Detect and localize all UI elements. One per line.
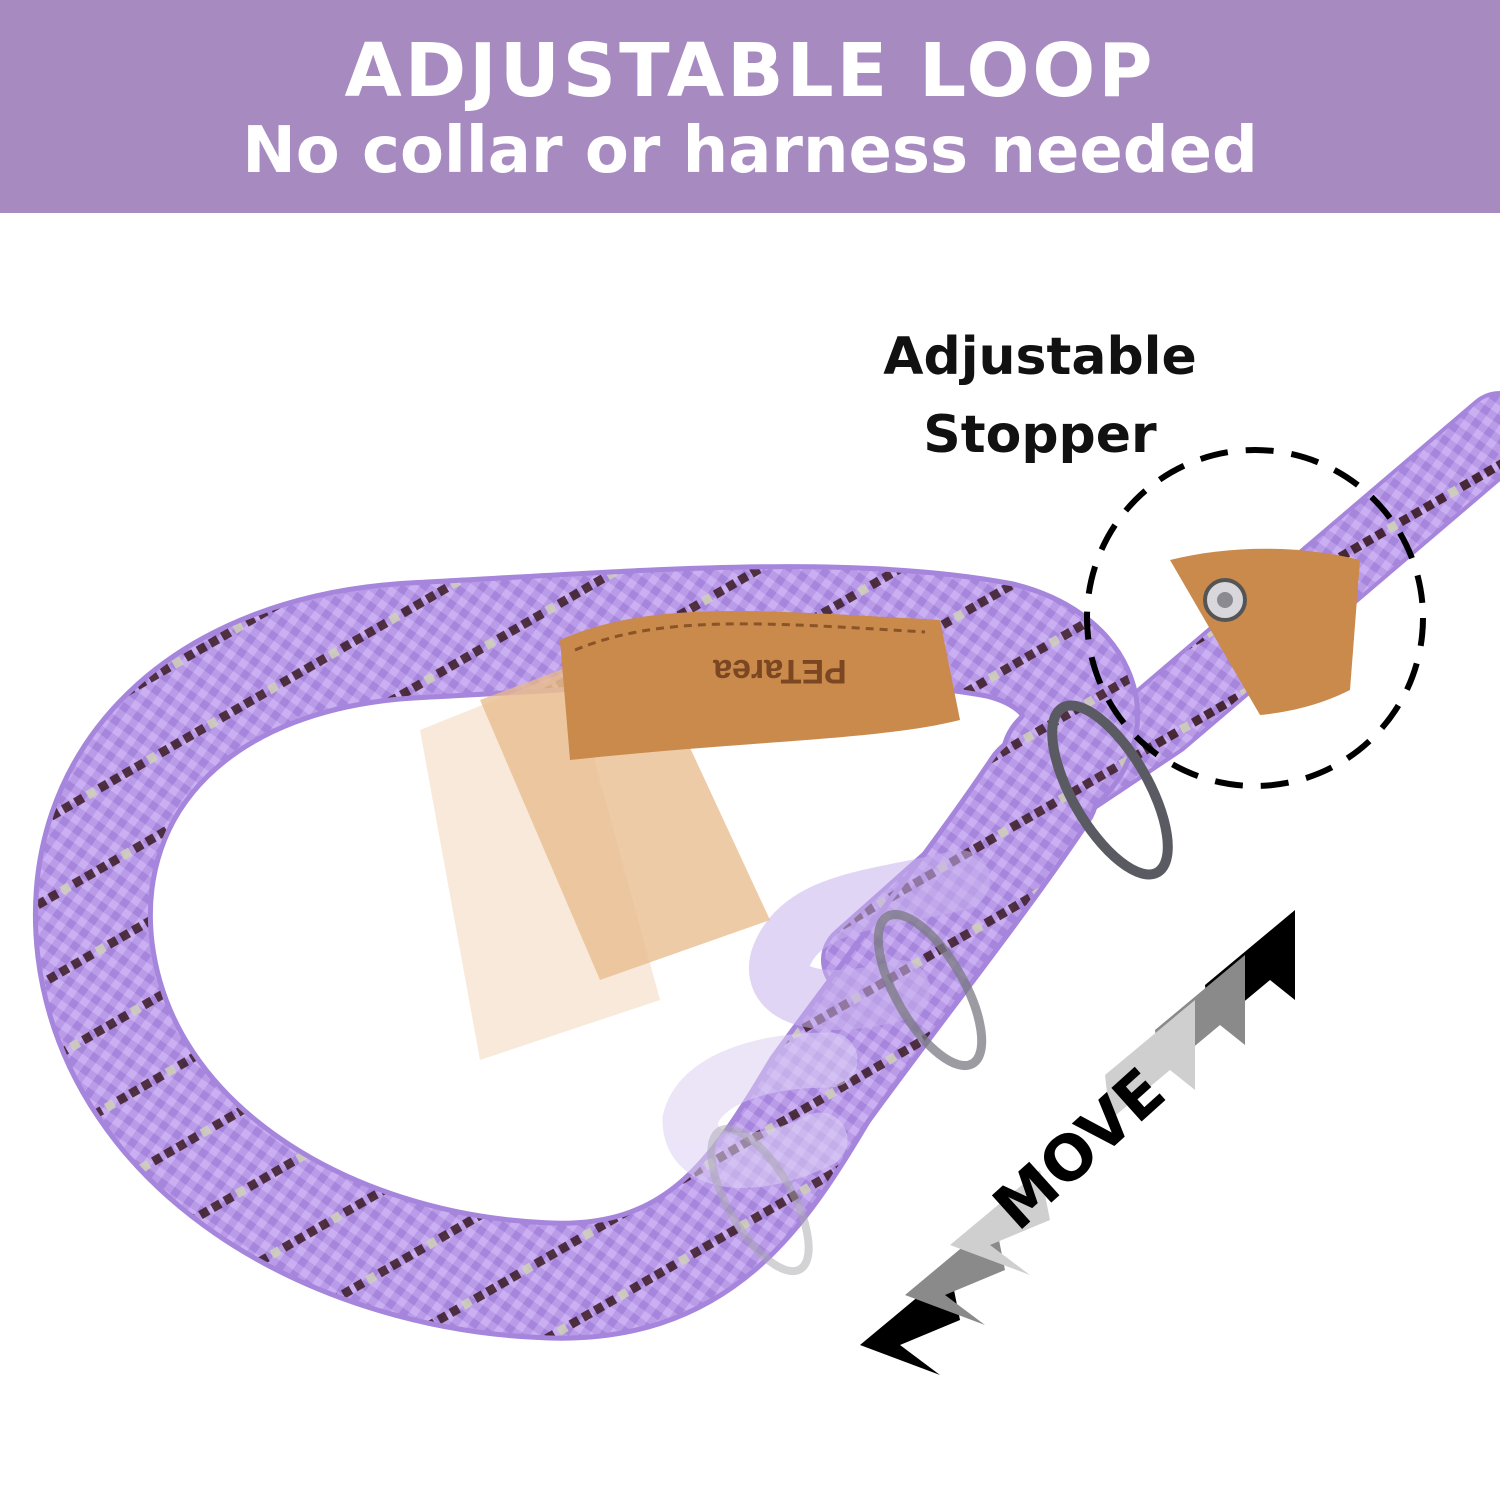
leather-tag-ghost-1 <box>480 640 770 980</box>
callout-line-2: Stopper <box>923 405 1157 465</box>
stopper-tag <box>1170 548 1360 715</box>
leather-tag-main: PETarea <box>560 611 960 760</box>
move-arrows-down <box>860 1170 1050 1375</box>
header-subtitle: No collar or harness needed <box>242 114 1258 188</box>
header-banner: ADJUSTABLE LOOP No collar or harness nee… <box>0 0 1500 213</box>
header-title: ADJUSTABLE LOOP <box>344 28 1156 114</box>
metal-rings <box>707 700 1173 1276</box>
rope-ghost-loops <box>662 850 990 1188</box>
callout-line-1: Adjustable <box>883 327 1197 387</box>
move-label: MOVE <box>979 1054 1179 1244</box>
stopper-highlight-circle <box>1084 447 1426 789</box>
brand-mark-text: PETarea <box>712 652 847 690</box>
stopper-callout: Adjustable Stopper <box>880 318 1200 474</box>
move-arrows-up <box>1105 910 1295 1120</box>
